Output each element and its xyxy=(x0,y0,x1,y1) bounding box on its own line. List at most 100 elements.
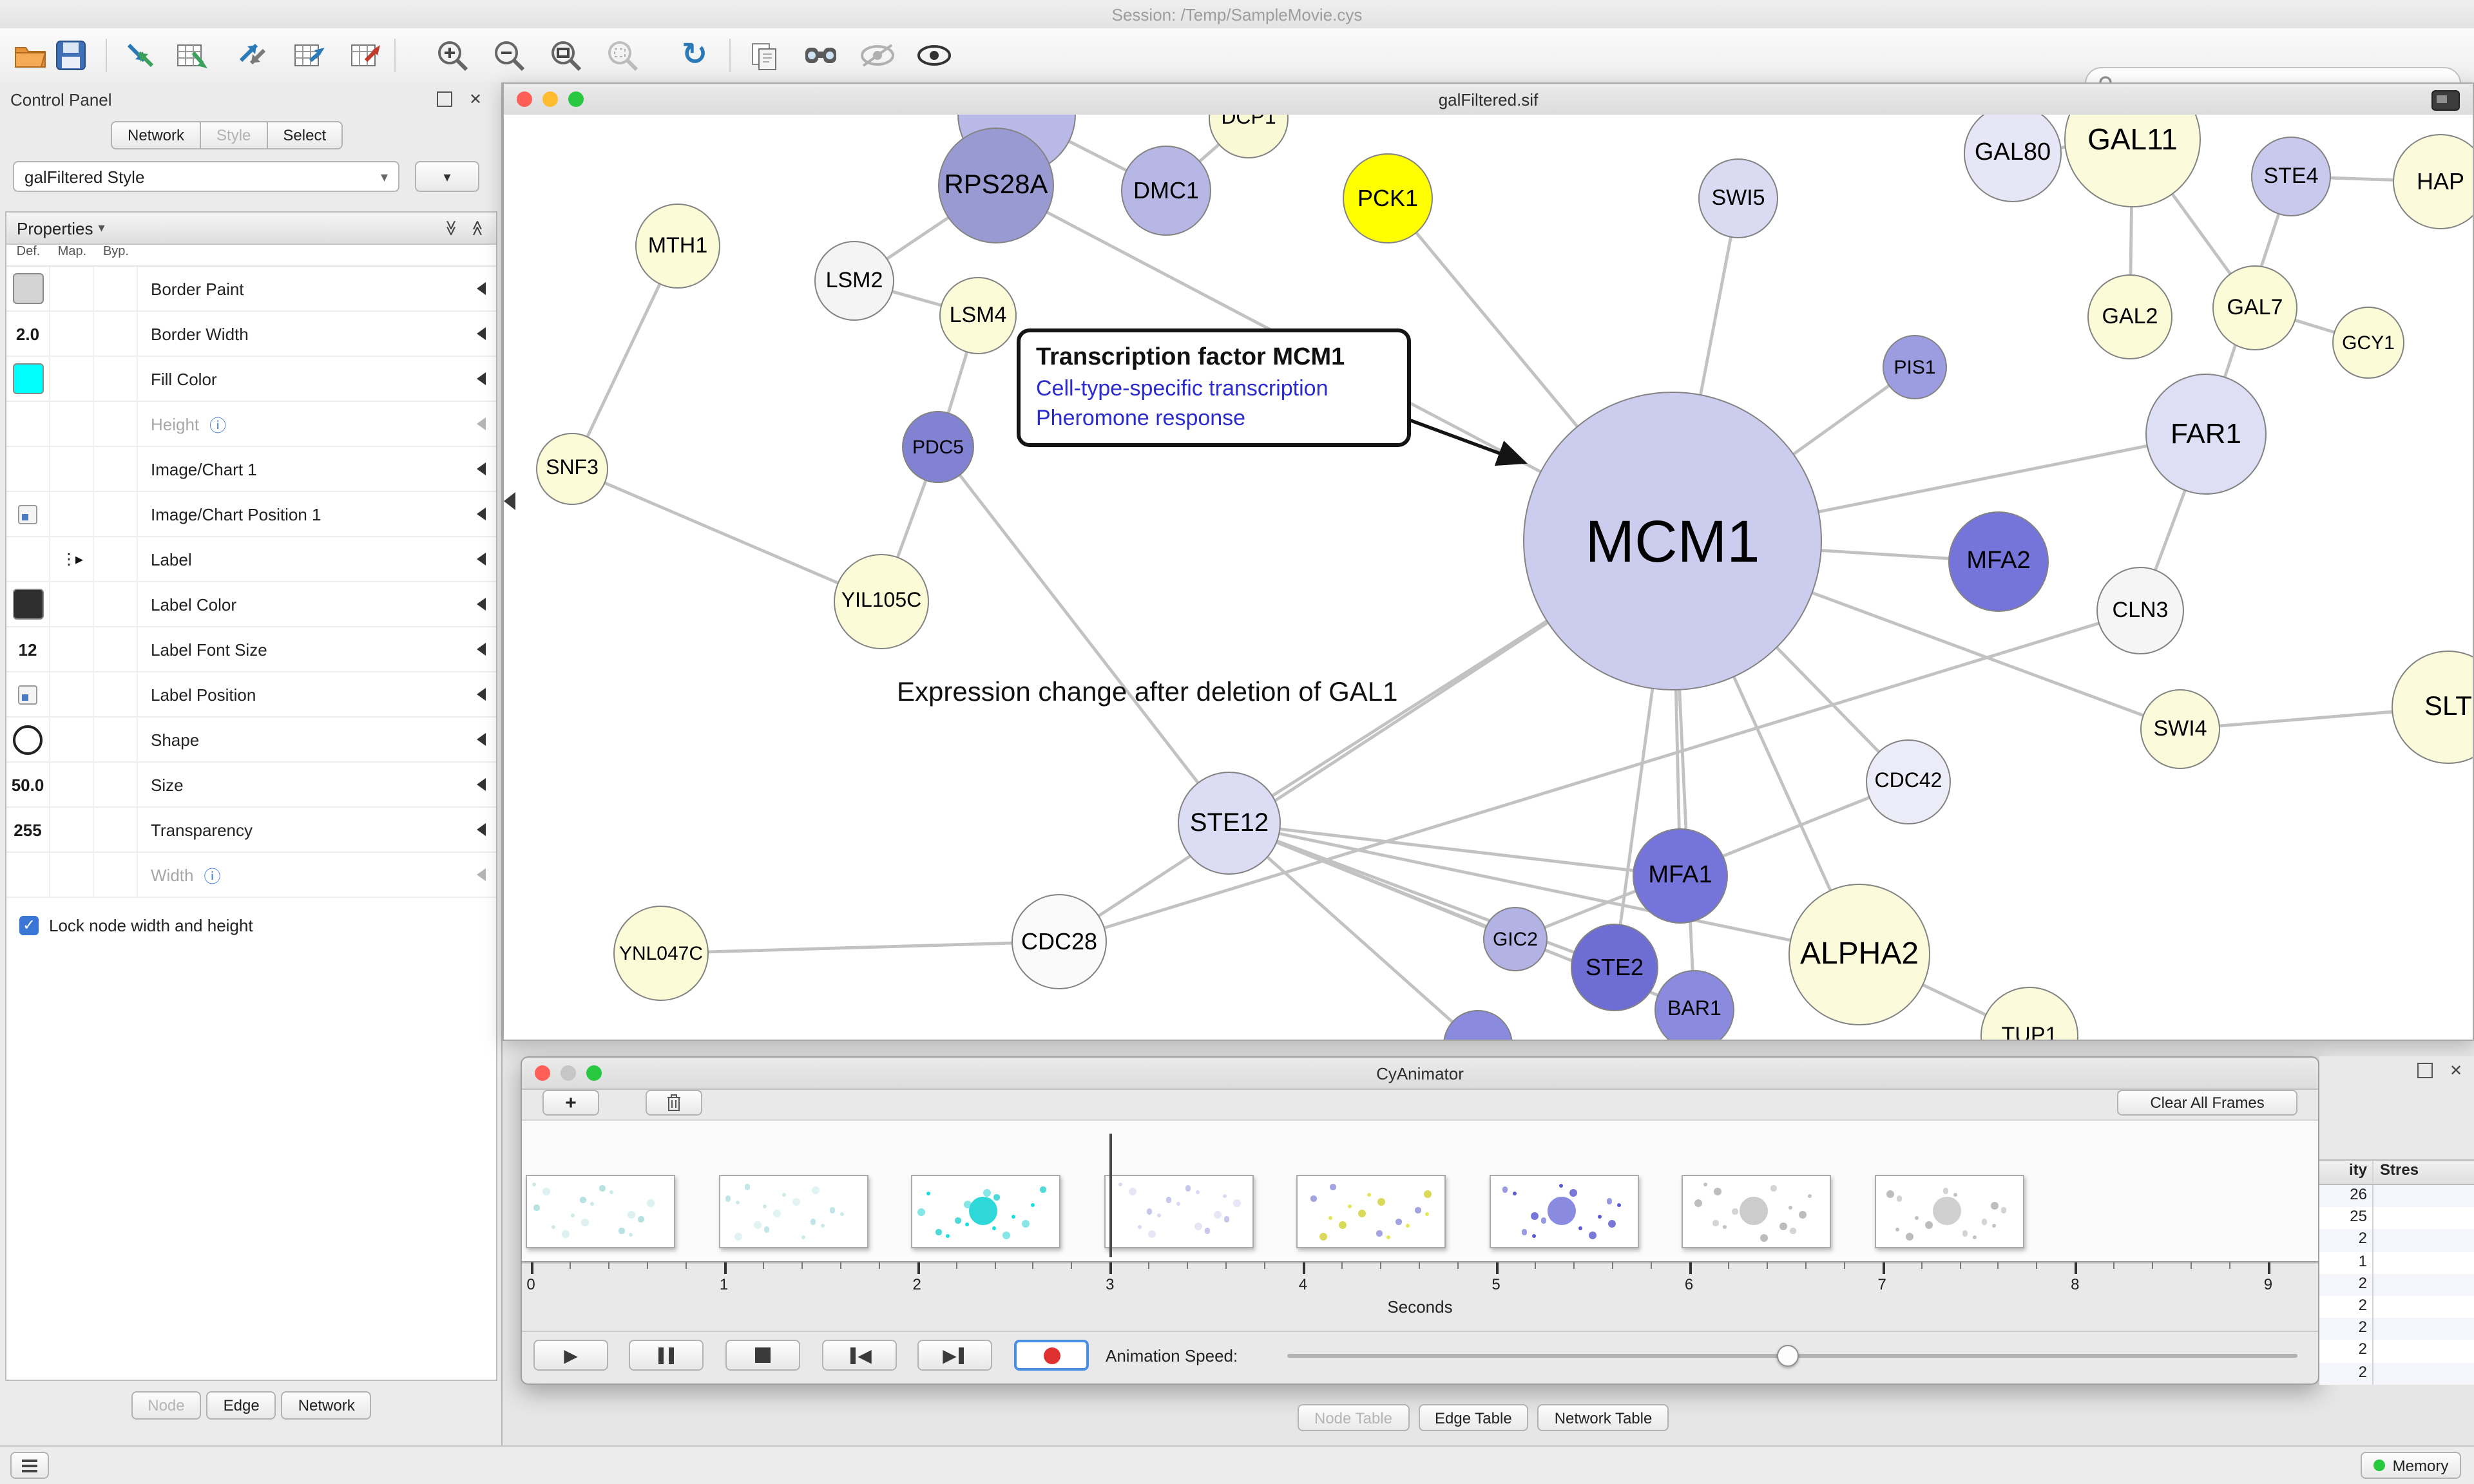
show-details-icon[interactable] xyxy=(912,33,956,77)
delete-frame-button[interactable] xyxy=(646,1090,702,1116)
network-edge-ste12-mfa1[interactable] xyxy=(1229,821,1681,878)
minimize-window-icon[interactable] xyxy=(561,1065,576,1081)
minimize-window-icon[interactable] xyxy=(542,91,558,107)
network-node-lsm4[interactable]: LSM4 xyxy=(939,277,1017,354)
search-network-icon[interactable] xyxy=(799,33,843,77)
bypass-cell[interactable] xyxy=(94,582,138,626)
zoom-selection-icon[interactable] xyxy=(600,33,644,77)
network-edge-cdc28-cln3[interactable] xyxy=(1059,609,2141,944)
network-node-gic2[interactable]: GIC2 xyxy=(1483,907,1548,971)
default-value-cell[interactable] xyxy=(6,718,50,761)
bypass-cell[interactable] xyxy=(94,718,138,761)
table-row[interactable]: 1 xyxy=(2319,1251,2474,1274)
frame-thumbnail-6[interactable] xyxy=(1489,1175,1638,1248)
mapping-cell[interactable] xyxy=(50,492,94,536)
detach-view-icon[interactable] xyxy=(2431,90,2460,111)
default-value-cell[interactable] xyxy=(6,447,50,491)
network-node-pdc5[interactable]: PDC5 xyxy=(902,411,974,483)
network-node-mfa1[interactable]: MFA1 xyxy=(1633,828,1728,924)
network-node-hap[interactable]: HAP xyxy=(2393,134,2473,229)
tab-node-table[interactable]: Node Table xyxy=(1298,1404,1409,1431)
expand-arrow-icon[interactable] xyxy=(477,733,486,746)
float-panel-icon[interactable] xyxy=(437,91,452,107)
table-row[interactable]: 2 xyxy=(2319,1318,2474,1340)
network-edge-ste12-ste2[interactable] xyxy=(1229,821,1615,969)
expand-all-icon[interactable]: ≫ xyxy=(442,220,461,236)
tab-edge-style[interactable]: Edge xyxy=(206,1391,276,1420)
property-row-image-chart-position-1[interactable]: Image/Chart Position 1 xyxy=(6,492,496,537)
expand-arrow-icon[interactable] xyxy=(477,462,486,475)
default-value-cell[interactable] xyxy=(6,267,50,310)
network-canvas[interactable]: Transcription factor MCM1 Cell-type-spec… xyxy=(504,115,2473,1040)
frame-thumbnail-1[interactable] xyxy=(526,1175,675,1248)
default-value-cell[interactable]: 12 xyxy=(6,627,50,671)
bypass-cell[interactable] xyxy=(94,537,138,581)
network-node-swi4[interactable]: SWI4 xyxy=(2140,689,2220,769)
mapping-cell[interactable] xyxy=(50,672,94,716)
property-row-border-paint[interactable]: Border Paint xyxy=(6,267,496,312)
close-window-icon[interactable] xyxy=(517,91,532,107)
network-edge-ynl047c-cdc28[interactable] xyxy=(660,940,1060,955)
export-image-icon[interactable] xyxy=(344,33,388,77)
zoom-out-icon[interactable] xyxy=(487,33,531,77)
mapping-cell[interactable] xyxy=(50,312,94,356)
mapping-cell[interactable] xyxy=(50,853,94,897)
table-row[interactable]: 26 xyxy=(2319,1185,2474,1208)
zoom-in-icon[interactable] xyxy=(430,33,474,77)
property-row-shape[interactable]: Shape xyxy=(6,718,496,763)
network-node-cdc42[interactable]: CDC42 xyxy=(1866,739,1951,824)
network-node-mth1[interactable]: MTH1 xyxy=(635,204,720,289)
table-row[interactable]: 2 xyxy=(2319,1362,2474,1385)
frame-thumbnail-8[interactable] xyxy=(1874,1175,2024,1248)
record-button[interactable] xyxy=(1014,1340,1089,1371)
expand-arrow-icon[interactable] xyxy=(477,643,486,656)
mapping-cell[interactable] xyxy=(50,718,94,761)
lock-size-row[interactable]: ✓ Lock node width and height xyxy=(19,916,496,935)
annotation-link-2[interactable]: Pheromone response xyxy=(1036,406,1246,430)
table-row[interactable]: 25 xyxy=(2319,1207,2474,1230)
cyanimator-titlebar[interactable]: CyAnimator xyxy=(522,1058,2318,1090)
network-node-mcm1[interactable]: MCM1 xyxy=(1523,392,1822,690)
mapping-cell[interactable]: ⋮▸ xyxy=(50,537,94,581)
network-node-gal2[interactable]: GAL2 xyxy=(2087,274,2172,359)
export-network-icon[interactable] xyxy=(231,33,274,77)
default-value-cell[interactable] xyxy=(6,537,50,581)
collapse-all-icon[interactable]: ≫ xyxy=(468,220,487,236)
frame-thumbnail-3[interactable] xyxy=(911,1175,1060,1248)
refresh-view-icon[interactable]: ↻ xyxy=(681,37,708,72)
expand-arrow-icon[interactable] xyxy=(477,553,486,566)
bypass-cell[interactable] xyxy=(94,808,138,851)
default-value-cell[interactable]: 255 xyxy=(6,808,50,851)
tab-style[interactable]: Style xyxy=(201,121,268,149)
float-panel-icon[interactable] xyxy=(2417,1063,2433,1078)
network-node-ste4[interactable]: STE4 xyxy=(2251,137,2331,216)
network-node-pck1[interactable]: PCK1 xyxy=(1343,153,1433,243)
network-node-far1[interactable]: FAR1 xyxy=(2145,374,2267,495)
bypass-cell[interactable] xyxy=(94,763,138,806)
network-node-yil105c[interactable]: YIL105C xyxy=(834,554,929,649)
export-table-icon[interactable] xyxy=(287,33,331,77)
expand-arrow-icon[interactable] xyxy=(477,598,486,611)
animation-speed-slider[interactable] xyxy=(1287,1345,2297,1367)
bypass-cell[interactable] xyxy=(94,447,138,491)
network-node-bar1[interactable]: BAR1 xyxy=(1654,970,1734,1040)
style-options-button[interactable]: ▾ xyxy=(415,161,479,192)
playhead[interactable] xyxy=(1109,1134,1112,1257)
memory-button[interactable]: Memory xyxy=(2361,1452,2461,1479)
network-node-ynl047c[interactable]: YNL047C xyxy=(613,906,709,1001)
mapping-cell[interactable] xyxy=(50,627,94,671)
mapping-cell[interactable] xyxy=(50,808,94,851)
expand-arrow-icon[interactable] xyxy=(477,417,486,430)
slider-handle[interactable] xyxy=(1777,1345,1799,1367)
close-window-icon[interactable] xyxy=(535,1065,550,1081)
bypass-cell[interactable] xyxy=(94,627,138,671)
bypass-cell[interactable] xyxy=(94,357,138,401)
network-node-dmc1[interactable]: DMC1 xyxy=(1121,146,1211,236)
tab-network-table[interactable]: Network Table xyxy=(1537,1404,1669,1431)
maximize-window-icon[interactable] xyxy=(586,1065,602,1081)
default-value-cell[interactable]: 50.0 xyxy=(6,763,50,806)
import-network-icon[interactable] xyxy=(119,33,162,77)
network-node-snf3[interactable]: SNF3 xyxy=(536,433,608,505)
pause-button[interactable] xyxy=(629,1340,704,1371)
